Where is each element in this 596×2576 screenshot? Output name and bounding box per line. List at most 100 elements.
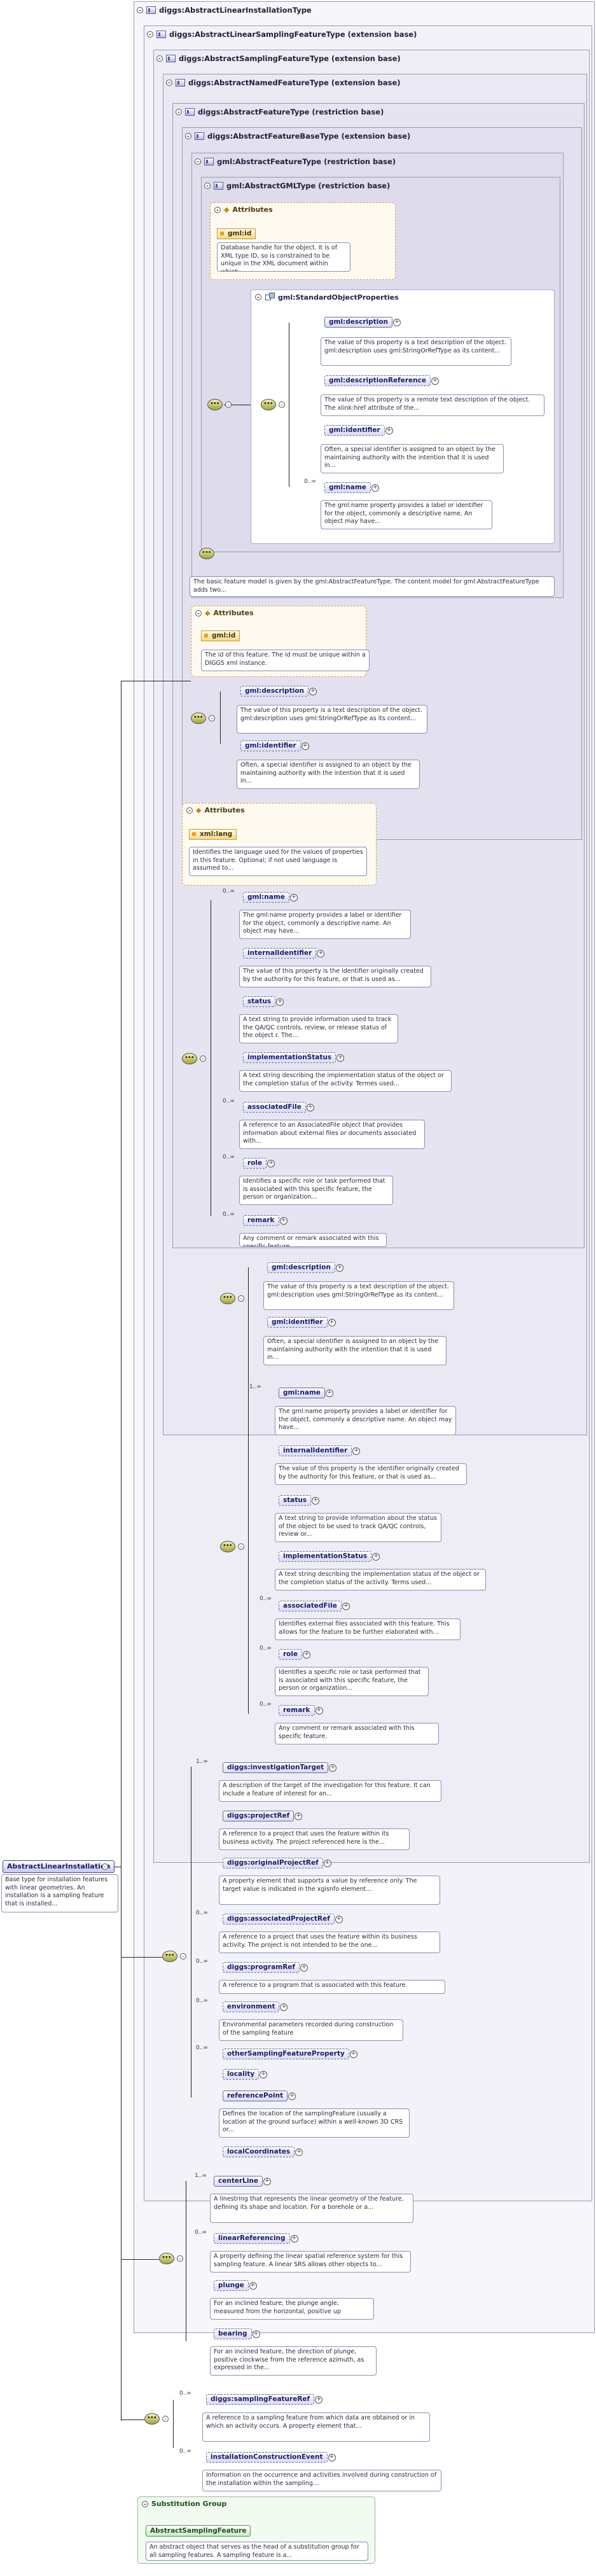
collapse-icon[interactable]: - [238,1543,244,1550]
expand-icon: + [312,1497,320,1505]
cardinality-label: 0..∞ [179,2390,191,2397]
element-remark[interactable]: remark+ [279,1705,323,1716]
element-role[interactable]: role+ [279,1649,311,1660]
collapse-icon[interactable]: - [195,609,202,617]
element-internal-identifier[interactable]: internalIdentifier+ [243,948,325,959]
expand-icon: + [385,427,393,435]
complex-type-icon [146,6,156,14]
element-environment[interactable]: environment+ [223,2002,288,2012]
element-role-doc: Identifies a specific role or task perfo… [275,1667,429,1696]
collapse-icon[interactable]: - [185,133,191,140]
tree-bracket [248,1393,249,1714]
element-gml-name-doc: The gml:name property provides a label o… [239,910,411,939]
element-reference-point[interactable]: referencePoint+ [223,2091,296,2101]
element-gml-identifier[interactable]: gml:identifier+ [267,1317,336,1328]
element-status[interactable]: status+ [279,1495,320,1506]
sequence-compositor-icon[interactable] [199,548,214,559]
element-role[interactable]: role+ [243,1158,275,1169]
collapse-icon[interactable]: - [137,7,143,14]
element-investigation-target-doc: A description of the target of the inves… [219,1780,441,1802]
element-status-doc: A text string to provide information use… [239,1014,398,1043]
sequence-compositor-icon[interactable] [191,713,206,724]
element-internal-identifier[interactable]: internalIdentifier+ [279,1445,361,1456]
element-gml-description[interactable]: gml:description+ [240,686,317,697]
element-status[interactable]: status+ [243,996,284,1007]
element-implementation-status[interactable]: implementationStatus+ [243,1052,345,1063]
element-investigation-target[interactable]: diggs:investigationTarget+ [223,1762,337,1773]
collapse-icon[interactable]: - [162,2416,169,2423]
attribute-gml-id[interactable]: gml:id [201,630,240,641]
collapse-icon[interactable]: - [255,294,261,301]
element-implementation-status[interactable]: implementationStatus+ [279,1551,380,1562]
sequence-compositor-icon[interactable] [220,1541,235,1552]
element-other-sampling-feature-property[interactable]: otherSamplingFeatureProperty+ [223,2049,357,2059]
element-plunge-doc: For an inclined feature, the plunge angl… [210,2298,374,2320]
element-local-coordinates[interactable]: localCoordinates+ [223,2147,303,2157]
collapse-icon[interactable]: - [200,1055,206,1062]
element-plunge[interactable]: plunge+ [214,2280,257,2291]
collapse-icon[interactable]: - [214,206,221,214]
element-linear-referencing[interactable]: linearReferencing+ [214,2233,298,2244]
element-remark[interactable]: remark+ [243,1215,288,1226]
sequence-compositor-icon[interactable] [207,399,223,410]
group-title: gml:StandardObjectProperties [278,293,399,302]
collapse-icon[interactable]: - [225,401,232,408]
element-associated-file[interactable]: associatedFile+ [243,1102,314,1113]
element-associated-project-ref[interactable]: diggs:associatedProjectRef+ [223,1914,343,1925]
element-associated-file[interactable]: associatedFile+ [279,1601,350,1612]
sequence-compositor-icon[interactable] [144,2413,160,2425]
expand-icon: + [325,1389,333,1397]
substitution-element[interactable]: AbstractSamplingFeature [146,2525,251,2537]
collapse-icon[interactable]: - [156,55,163,62]
collapse-icon[interactable]: - [142,2500,148,2508]
element-gml-description-reference[interactable]: gml:descriptionReference+ [324,375,439,386]
element-gml-description[interactable]: gml:description+ [324,317,401,328]
cardinality-label: 0..∞ [196,1958,208,1965]
element-locality[interactable]: locality+ [223,2069,268,2080]
element-gml-description-doc: The value of this property is a text des… [237,705,427,734]
complex-type-icon [156,31,166,38]
collapse-icon[interactable]: - [209,715,215,722]
collapse-icon[interactable]: - [195,158,201,165]
attribute-gml-id[interactable]: gml:id [217,228,256,239]
sequence-compositor-icon[interactable] [162,1951,177,1962]
sequence-compositor-icon[interactable] [261,399,276,410]
element-associated-file-doc: A reference to an AssociatedFile object … [239,1120,425,1149]
element-gml-identifier[interactable]: gml:identifier+ [240,741,309,751]
collapse-icon[interactable]: - [186,807,193,814]
element-gml-identifier[interactable]: gml:identifier+ [324,425,393,436]
expand-icon: + [280,2003,288,2011]
sequence-compositor-icon[interactable] [159,2253,174,2264]
cardinality-label: 1..∞ [195,2173,207,2179]
element-gml-name[interactable]: gml:name+ [243,892,298,903]
collapse-icon[interactable]: - [180,1953,186,1960]
expand-icon: + [301,742,309,750]
collapse-icon[interactable]: - [177,2255,183,2262]
collapse-icon[interactable]: - [279,401,285,408]
element-gml-description[interactable]: gml:description+ [267,1262,343,1273]
element-program-ref[interactable]: diggs:programRef+ [223,1962,308,1973]
sequence-compositor-icon[interactable] [182,1053,197,1064]
element-associated-file-doc: Identifies external files associated wit… [275,1619,461,1640]
sequence-compositor-icon[interactable] [220,1293,235,1304]
element-center-line[interactable]: centerLine+ [214,2176,272,2187]
attribute-xml-lang[interactable]: xml:lang [189,829,237,840]
element-project-ref-doc: A reference to a project that uses the f… [219,1828,410,1850]
collapse-icon[interactable]: - [102,1863,108,1870]
expand-icon: + [295,1813,303,1820]
root-element[interactable]: AbstractLinearInstallation [3,1860,115,1873]
element-bearing[interactable]: bearing+ [214,2329,260,2339]
element-original-project-ref[interactable]: diggs:originalProjectRef+ [223,1858,331,1869]
element-project-ref[interactable]: diggs:projectRef+ [223,1811,303,1821]
collapse-icon[interactable]: - [166,80,172,87]
collapse-icon[interactable]: - [176,109,182,116]
element-installation-construction-event[interactable]: installationConstructionEvent+ [206,2452,336,2463]
element-gml-name[interactable]: gml:name+ [324,482,379,493]
expand-icon: + [349,2050,357,2058]
collapse-icon[interactable]: - [204,183,211,190]
collapse-icon[interactable]: - [147,31,153,38]
element-gml-name[interactable]: gml:name+ [279,1388,333,1398]
collapse-icon[interactable]: - [238,1295,244,1302]
complex-type-icon [214,182,223,190]
element-sampling-feature-ref[interactable]: diggs:samplingFeatureRef+ [206,2394,323,2405]
